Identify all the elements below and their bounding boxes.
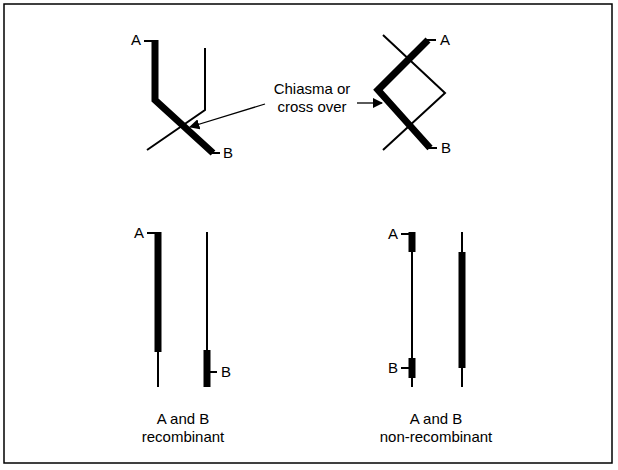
text-word: B — [199, 410, 209, 427]
locus-label: B — [388, 359, 398, 377]
panel-caption: A and B non-recombinant — [371, 410, 501, 446]
text-word: over — [317, 98, 346, 115]
text-word: B — [223, 144, 233, 161]
text-word: A — [131, 31, 141, 48]
frame-border — [4, 4, 612, 463]
thin-strand — [411, 252, 413, 358]
text-word: A — [410, 410, 419, 427]
thin-strand — [461, 232, 463, 252]
panel-caption: A and B recombinant — [128, 410, 238, 446]
locus-tick — [427, 39, 436, 41]
thick-strand — [204, 350, 211, 387]
text-word: and — [170, 410, 195, 427]
text-word: B — [452, 410, 462, 427]
text-word: A — [388, 225, 398, 242]
locus-tick — [147, 232, 158, 234]
locus-tick — [401, 233, 412, 235]
thick-strand — [459, 252, 466, 368]
pointer-arrow — [357, 102, 382, 103]
locus-label: A — [131, 31, 141, 49]
thin-strand — [157, 352, 159, 387]
locus-label: A — [388, 225, 398, 243]
text-word: recombinant — [142, 428, 225, 445]
thin-strand — [206, 232, 208, 350]
text-word: Chiasma — [274, 80, 333, 97]
text-word: A — [134, 224, 144, 241]
locus-tick — [401, 367, 412, 369]
text-word: A — [440, 31, 450, 48]
text-word: B — [221, 363, 231, 380]
thin-strand — [461, 368, 463, 387]
text-word: A — [157, 410, 166, 427]
text-word: B — [441, 139, 451, 156]
thick-strand — [378, 40, 430, 148]
locus-tick — [429, 147, 437, 149]
thick-strand — [155, 232, 162, 352]
locus-label: B — [441, 139, 451, 157]
text-word: and — [423, 410, 448, 427]
text-word: cross — [277, 98, 313, 115]
locus-label: B — [221, 363, 231, 381]
chiasma-label: Chiasma or cross over — [265, 80, 360, 116]
locus-label: A — [440, 31, 450, 49]
thick-strand — [155, 40, 213, 153]
text-word: non-recombinant — [380, 428, 493, 445]
locus-tick — [212, 152, 220, 154]
locus-label: B — [223, 144, 233, 162]
locus-tick — [144, 40, 155, 42]
thin-strand — [411, 378, 413, 387]
locus-label: A — [134, 224, 144, 242]
text-word: B — [388, 359, 398, 376]
pointer-arrow — [190, 104, 265, 127]
locus-tick — [207, 371, 217, 373]
text-word: or — [337, 80, 350, 97]
